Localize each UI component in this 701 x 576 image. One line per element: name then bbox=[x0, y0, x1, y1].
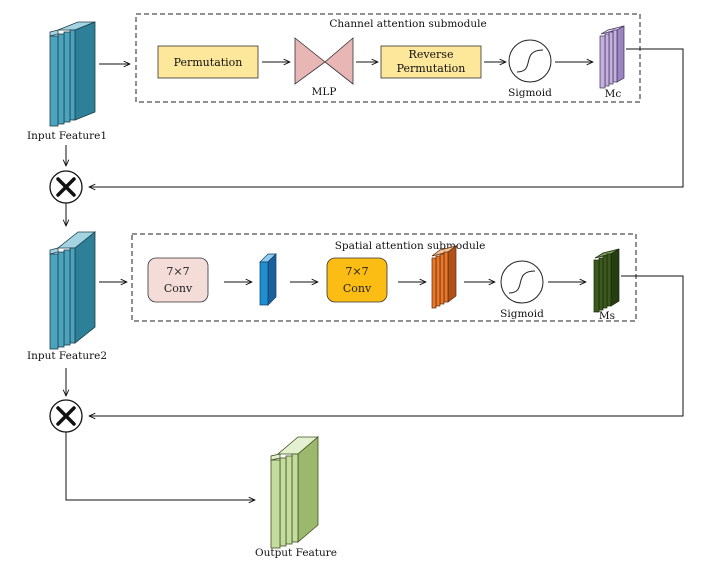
mc-feedback-line bbox=[89, 48, 684, 187]
ms-label: Ms bbox=[599, 310, 615, 322]
mlp-right-triangle bbox=[324, 37, 354, 85]
conv1-box bbox=[147, 257, 209, 303]
sigmoid1-circle bbox=[508, 39, 552, 83]
input-feature2-label: Input Feature2 bbox=[27, 350, 107, 362]
sigmoid1-label: Sigmoid bbox=[508, 87, 552, 99]
spatial-module-frame bbox=[131, 233, 637, 322]
sigmoid1-curve-icon bbox=[516, 49, 544, 73]
spatial-feature-map-orange bbox=[431, 245, 457, 309]
mlp-label: MLP bbox=[312, 86, 337, 98]
reverse-label-line2: Permutation bbox=[397, 62, 466, 75]
mlp-left-triangle bbox=[294, 37, 326, 85]
ms-feedback-line bbox=[89, 275, 684, 416]
spatial-module-title: Spatial attention submodule bbox=[335, 240, 486, 252]
arrow-mult2-to-output bbox=[65, 432, 255, 500]
ms-block bbox=[593, 248, 620, 313]
conv1-label-line2: Conv bbox=[164, 282, 193, 295]
conv2-label-line2: Conv bbox=[343, 282, 372, 295]
output-feature-label: Output Feature bbox=[255, 547, 337, 559]
input-feature2-block bbox=[49, 231, 97, 350]
conv2-box bbox=[326, 257, 388, 303]
multiply1-cross bbox=[56, 177, 76, 197]
spatial-feature-map-blue bbox=[259, 253, 277, 306]
conv2-label-line1: 7×7 bbox=[345, 265, 368, 278]
sigmoid2-label: Sigmoid bbox=[500, 308, 544, 320]
mc-block bbox=[599, 25, 625, 89]
input-feature1-label: Input Feature1 bbox=[27, 130, 107, 142]
reverse-label-line1: Reverse bbox=[409, 48, 454, 61]
sigmoid2-circle bbox=[500, 260, 544, 304]
reverse-permutation-box bbox=[380, 45, 482, 79]
multiply2-cross bbox=[56, 406, 76, 426]
permutation-label: Permutation bbox=[174, 56, 243, 69]
channel-module-frame bbox=[135, 13, 641, 103]
sigmoid2-curve-icon bbox=[508, 270, 536, 294]
output-feature-block bbox=[270, 436, 320, 549]
permutation-box bbox=[157, 45, 259, 79]
channel-module-title: Channel attention submodule bbox=[329, 18, 486, 30]
mc-label: Mc bbox=[605, 88, 622, 100]
conv1-label-line1: 7×7 bbox=[166, 265, 189, 278]
input-feature1-block bbox=[49, 21, 96, 127]
